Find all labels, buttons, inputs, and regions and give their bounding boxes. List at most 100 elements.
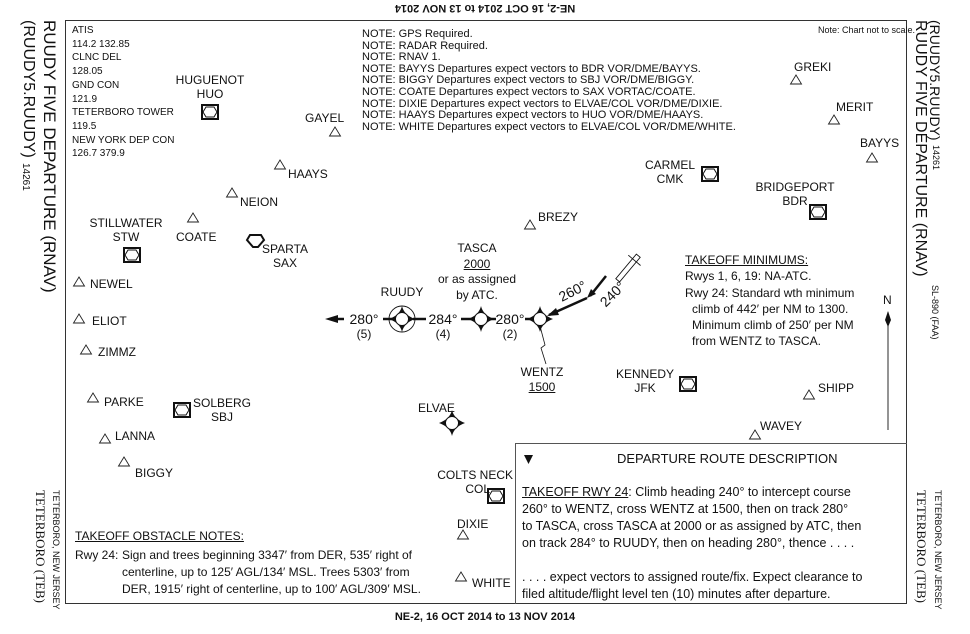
- ruudy-label: RUUDY: [380, 285, 424, 299]
- gnd-con-label: GND CON: [72, 79, 120, 91]
- arrow-head-icon: [587, 289, 596, 298]
- city-left: TETERBORO, NEW JERSEY: [51, 490, 61, 610]
- wentz-fix-icon: [526, 305, 554, 333]
- note: NOTE: RNAV 1.: [362, 51, 441, 64]
- tower-freq: 119.5: [72, 120, 97, 132]
- dixie-label: DIXIE: [457, 517, 489, 531]
- merit-label: MERIT: [836, 100, 874, 114]
- elvae-label: ELVAE: [418, 401, 455, 415]
- jfk-vor-icon: [679, 376, 697, 392]
- gayel-waypoint-icon: [329, 126, 341, 137]
- faa-code: SL-890 (FAA): [930, 285, 940, 340]
- procedure-number-right: 14261: [931, 145, 941, 171]
- zimmz-waypoint-icon: [80, 344, 92, 355]
- shipp-label: SHIPP: [818, 381, 855, 395]
- departure-description-body: TAKEOFF RWY 24: Climb heading 240° to in…: [522, 485, 863, 601]
- tasca-altitude: 2000: [463, 256, 491, 271]
- runway-icon: [615, 253, 641, 283]
- obstacle-notes-body: Sign and trees beginning 3347′ from DER,…: [122, 548, 421, 596]
- wavey-label: WAVEY: [760, 419, 803, 433]
- sax-vortac-icon: [245, 234, 266, 248]
- note: NOTE: WHITE Departures expect vectors to…: [362, 120, 736, 133]
- parke-waypoint-icon: [87, 392, 99, 403]
- atis-freq: 114.2 132.85: [72, 38, 130, 50]
- note: NOTE: RADAR Required.: [362, 39, 488, 52]
- note: NOTE: COATE Departures expect vectors to…: [362, 85, 696, 98]
- wentz-label: WENTZ 1500: [520, 365, 564, 394]
- newel-label: NEWEL: [90, 277, 133, 291]
- haays-waypoint-icon: [274, 159, 286, 170]
- newel-waypoint-icon: [73, 276, 85, 287]
- eliot-label: ELIOT: [92, 314, 127, 328]
- clnc-del-freq: 128.05: [72, 66, 103, 78]
- leg-280: 280°(2): [495, 311, 525, 342]
- stw-vor-icon: [123, 247, 141, 263]
- chart-frame: [65, 20, 907, 604]
- airport-left: TETERBORO (TEB): [33, 490, 48, 604]
- merit-waypoint-icon: [828, 114, 840, 125]
- eliot-waypoint-icon: [73, 313, 85, 324]
- city-right: TETERBORO, NEW JERSEY: [933, 490, 943, 610]
- cmk-vor-icon: [701, 166, 719, 182]
- brezy-label: BREZY: [538, 210, 579, 224]
- lanna-waypoint-icon: [99, 433, 111, 444]
- procedure-title-left: RUUDY FIVE DEPARTURE (RNAV): [40, 20, 59, 293]
- bayys-waypoint-icon: [866, 152, 878, 163]
- brezy-waypoint-icon: [524, 219, 536, 230]
- white-label: WHITE: [472, 576, 511, 590]
- note: NOTE: BAYYS Departures expect vectors to…: [362, 62, 701, 75]
- procedure-code-left: (RUUDY5.RUUDY): [20, 20, 37, 158]
- not-to-scale-note: Note: Chart not to scale.: [818, 25, 916, 35]
- neion-waypoint-icon: [226, 187, 238, 198]
- tasca-label: TASCA 2000 or as assigned by ATC.: [437, 241, 517, 302]
- inverted-triangle-icon: [524, 455, 533, 464]
- tasca-fix-icon: [467, 305, 495, 333]
- procedure-code-right: (RUUDY5.RUUDY): [927, 20, 943, 141]
- departure-route-description-box: [515, 443, 907, 604]
- sbj-vor-icon: [173, 402, 191, 418]
- wentz-altitude: 1500: [528, 380, 556, 394]
- biggy-label: BIGGY: [135, 466, 174, 480]
- footer-edition: NE-2, 16 OCT 2014 to 13 NOV 2014: [394, 611, 576, 623]
- greki-waypoint-icon: [790, 74, 802, 85]
- north-arrow-icon: [885, 311, 891, 327]
- note: NOTE: DIXIE Departures expect vectors to…: [362, 97, 723, 110]
- frequency-list: ATIS 114.2 132.85 CLNC DEL 128.05 GND CO…: [72, 24, 174, 161]
- haays-label: HAAYS: [288, 167, 328, 181]
- obstacle-notes-label: Rwy 24:: [75, 548, 119, 562]
- obstacle-notes-title: TAKEOFF OBSTACLE NOTES:: [75, 529, 244, 543]
- gnd-con-freq: 121.9: [72, 93, 98, 105]
- note: NOTE: GPS Required.: [362, 28, 473, 40]
- departure-description-title: DEPARTURE ROUTE DESCRIPTION: [617, 451, 838, 466]
- procedure-title-right: RUUDY FIVE DEPARTURE (RNAV): [912, 20, 929, 277]
- arrow-head-icon: [547, 308, 559, 316]
- takeoff-minimums-title: TAKEOFF MINIMUMS:: [685, 253, 809, 267]
- notes-block: NOTE: GPS Required. NOTE: RADAR Required…: [362, 28, 736, 133]
- coate-waypoint-icon: [187, 212, 199, 223]
- dixie-waypoint-icon: [457, 529, 469, 540]
- neion-label: NEION: [240, 195, 279, 209]
- zimmz-label: ZIMMZ: [98, 345, 136, 359]
- shipp-waypoint-icon: [803, 389, 815, 400]
- parke-label: PARKE: [104, 395, 144, 409]
- dep-con-freq: 126.7 379.9: [72, 148, 125, 160]
- takeoff-rwy-label: TAKEOFF RWY 24: [522, 485, 629, 499]
- note: NOTE: HAAYS Departures expect vectors to…: [362, 109, 704, 122]
- lanna-label: LANNA: [115, 429, 156, 443]
- tower-label: TETERBORO TOWER: [72, 107, 174, 119]
- north-label: N: [883, 293, 892, 307]
- note: NOTE: BIGGY Departures expect vectors to…: [362, 74, 695, 87]
- leg-280-outbound: 280°(5): [349, 311, 379, 342]
- wavey-waypoint-icon: [749, 429, 761, 440]
- ruudy-fix-icon: [388, 305, 416, 333]
- atis-label: ATIS: [72, 25, 94, 36]
- wentz-leader-line: [539, 325, 547, 365]
- biggy-waypoint-icon: [118, 456, 130, 467]
- leg-284: 284°(4): [428, 311, 458, 342]
